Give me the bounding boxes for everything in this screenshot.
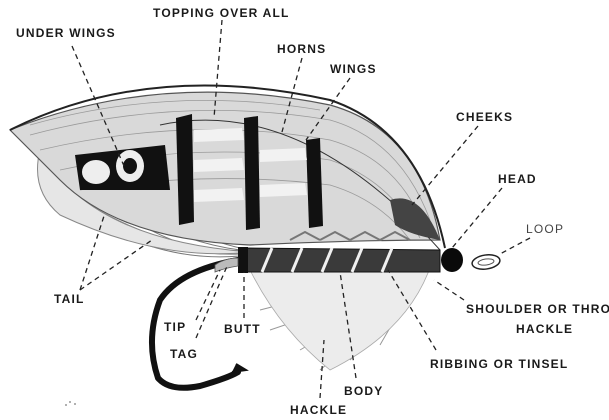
label-tag: TAG [170,347,198,361]
head [441,248,463,272]
label-shoulder-or-throat: SHOULDER OR THROAT [466,302,609,316]
label-body: BODY [344,384,383,398]
fly-body [245,248,440,272]
label-shoulder-hackle: HACKLE [516,322,573,336]
label-topping-over-all: TOPPING OVER ALL [153,6,290,20]
label-hackle: HACKLE [290,403,347,417]
speck [65,401,76,406]
label-loop: LOOP [526,222,564,236]
label-tip: TIP [164,320,186,334]
label-butt: BUTT [224,322,261,336]
label-ribbing-or-tinsel: RIBBING OR TINSEL [430,357,568,371]
label-under-wings: UNDER WINGS [16,26,116,40]
label-tail: TAIL [54,292,85,306]
label-head: HEAD [498,172,537,186]
tag [215,258,238,272]
hook-point [232,364,246,372]
label-cheeks: CHEEKS [456,110,513,124]
label-wings: WINGS [330,62,377,76]
label-horns: HORNS [277,42,326,56]
loop [471,253,501,271]
